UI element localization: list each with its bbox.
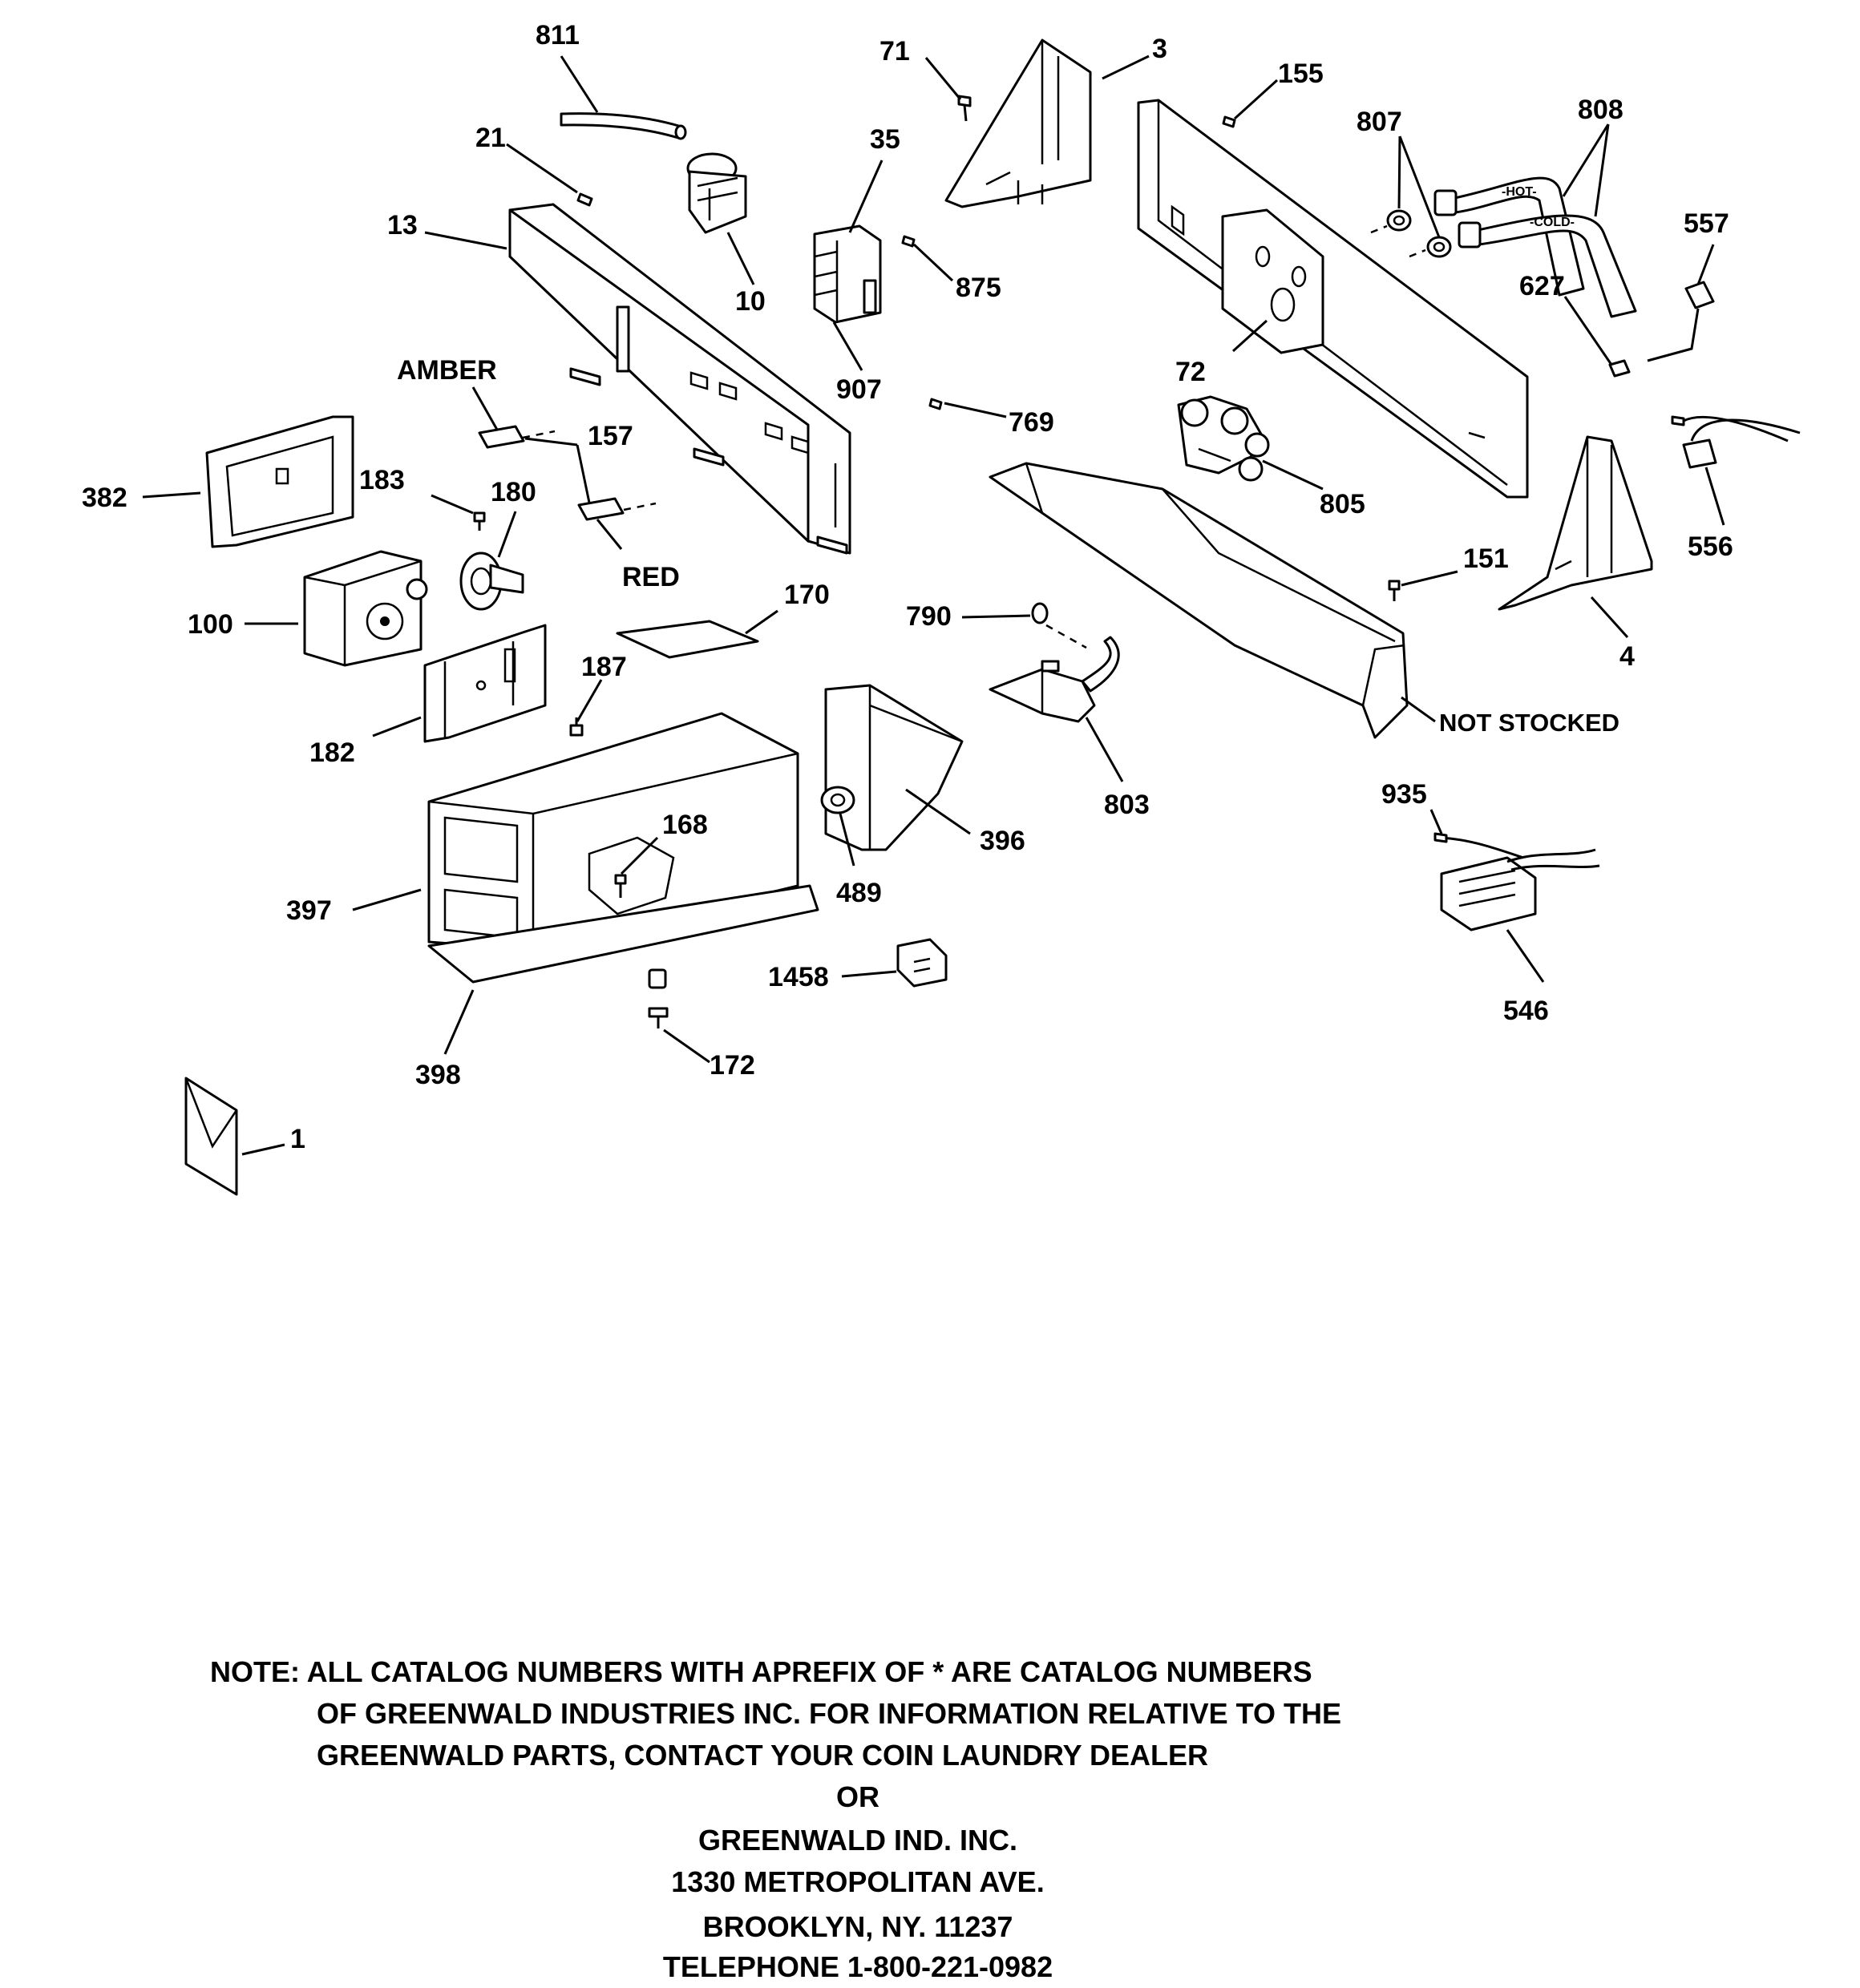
label-13: 13 <box>387 210 418 240</box>
label-1: 1 <box>290 1124 305 1154</box>
label-3: 3 <box>1152 34 1167 64</box>
part-808-fill-hoses: -HOT- -COLD- <box>1433 176 1637 318</box>
label-187: 187 <box>581 652 627 682</box>
part-382-bezel <box>205 415 354 548</box>
part-10-pressure-switch <box>686 152 747 234</box>
label-803: 803 <box>1104 790 1150 820</box>
hot-hose-mark: -HOT- <box>1502 185 1537 199</box>
label-397: 397 <box>286 895 332 926</box>
note-street: 1330 METROPOLITAN AVE. <box>671 1865 1045 1898</box>
label-21: 21 <box>475 123 506 153</box>
part-157-amber-light <box>478 425 556 449</box>
part-811-hose <box>560 112 687 140</box>
label-10: 10 <box>735 286 766 317</box>
label-557: 557 <box>1684 208 1729 239</box>
part-557-connector <box>1647 281 1715 362</box>
label-556: 556 <box>1688 531 1733 562</box>
label-907: 907 <box>836 374 882 405</box>
label-172: 172 <box>710 1050 755 1081</box>
label-627: 627 <box>1519 271 1565 301</box>
part-3-left-end-cap <box>944 38 1092 208</box>
part-180-knob <box>459 552 524 611</box>
part-1458-connector <box>896 938 948 988</box>
label-170: 170 <box>784 580 830 610</box>
part-397-control-housing <box>427 712 799 952</box>
label-382: 382 <box>82 483 127 513</box>
label-546: 546 <box>1503 996 1549 1026</box>
part-21-screw <box>576 192 593 207</box>
part-546-wire-harness <box>1433 832 1600 931</box>
part-4-right-end-cap <box>1498 435 1653 611</box>
label-489: 489 <box>836 878 882 908</box>
part-1-envelope <box>184 1077 238 1196</box>
part-155-screw <box>1222 115 1236 128</box>
part-183-screw <box>473 511 486 531</box>
label-811: 811 <box>536 20 580 51</box>
label-396: 396 <box>980 826 1025 856</box>
label-808: 808 <box>1578 95 1623 125</box>
note-line-3: GREENWALD PARTS, CONTACT YOUR COIN LAUND… <box>317 1739 1209 1772</box>
label-1458: 1458 <box>768 962 829 992</box>
part-157-red-light <box>577 497 657 521</box>
part-72-backsplash <box>1137 99 1529 499</box>
part-489-grommet <box>820 786 855 814</box>
part-790-clamp <box>1031 602 1087 649</box>
label-805: 805 <box>1320 489 1365 519</box>
label-180: 180 <box>491 477 536 507</box>
part-not-stocked-bracket <box>989 462 1409 739</box>
label-red: RED <box>622 562 680 592</box>
part-556-wire-harness <box>1671 415 1801 469</box>
label-790: 790 <box>906 601 952 632</box>
note-line-2: OF GREENWALD INDUSTRIES INC. FOR INFORMA… <box>317 1697 1341 1730</box>
part-807-washers <box>1370 209 1452 258</box>
label-182: 182 <box>309 737 355 768</box>
label-4: 4 <box>1619 641 1635 672</box>
label-not-stocked: NOT STOCKED <box>1439 709 1619 737</box>
part-151-screw <box>1388 580 1401 601</box>
label-100: 100 <box>188 609 233 640</box>
label-157: 157 <box>588 421 633 451</box>
label-935: 935 <box>1381 779 1427 810</box>
label-183: 183 <box>359 465 405 495</box>
note-phone: TELEPHONE 1-800-221-0982 <box>662 1950 1053 1983</box>
cold-hose-mark: -COLD- <box>1530 216 1575 229</box>
part-71-screw <box>957 95 972 122</box>
part-35-switch-block <box>813 224 882 324</box>
part-627-plug <box>1608 359 1631 378</box>
label-151: 151 <box>1463 543 1509 574</box>
part-805-water-valve <box>1177 395 1270 482</box>
label-72: 72 <box>1175 357 1206 387</box>
note-line-1: NOTE: ALL CATALOG NUMBERS WITH APREFIX O… <box>210 1655 1312 1688</box>
part-182-timer-bracket <box>423 624 547 743</box>
label-807: 807 <box>1357 107 1402 137</box>
note-or: OR <box>836 1780 879 1813</box>
leader-lines <box>142 55 1725 1156</box>
note-company: GREENWALD IND. INC. <box>698 1824 1017 1857</box>
part-187-screw <box>569 717 584 737</box>
note-city: BROOKLYN, NY. 11237 <box>702 1910 1013 1943</box>
label-35: 35 <box>870 124 900 155</box>
part-13-control-panel <box>508 203 851 555</box>
part-396-shield <box>824 684 964 851</box>
label-155: 155 <box>1278 59 1324 89</box>
part-398-base-plate <box>427 884 819 984</box>
part-170-plate <box>616 620 759 659</box>
part-803-inlet <box>989 636 1120 723</box>
label-71: 71 <box>879 36 910 67</box>
part-875-screw <box>901 235 916 248</box>
label-769: 769 <box>1009 407 1054 438</box>
label-168: 168 <box>662 810 708 840</box>
label-amber: AMBER <box>397 355 497 386</box>
part-769-screw <box>928 398 943 410</box>
part-172-foot <box>648 968 669 1028</box>
part-labels: 811 21 13 10 35 875 907 71 3 155 807 808… <box>82 20 1733 1154</box>
part-100-timer <box>303 550 428 667</box>
label-398: 398 <box>415 1060 461 1090</box>
label-875: 875 <box>956 273 1001 303</box>
